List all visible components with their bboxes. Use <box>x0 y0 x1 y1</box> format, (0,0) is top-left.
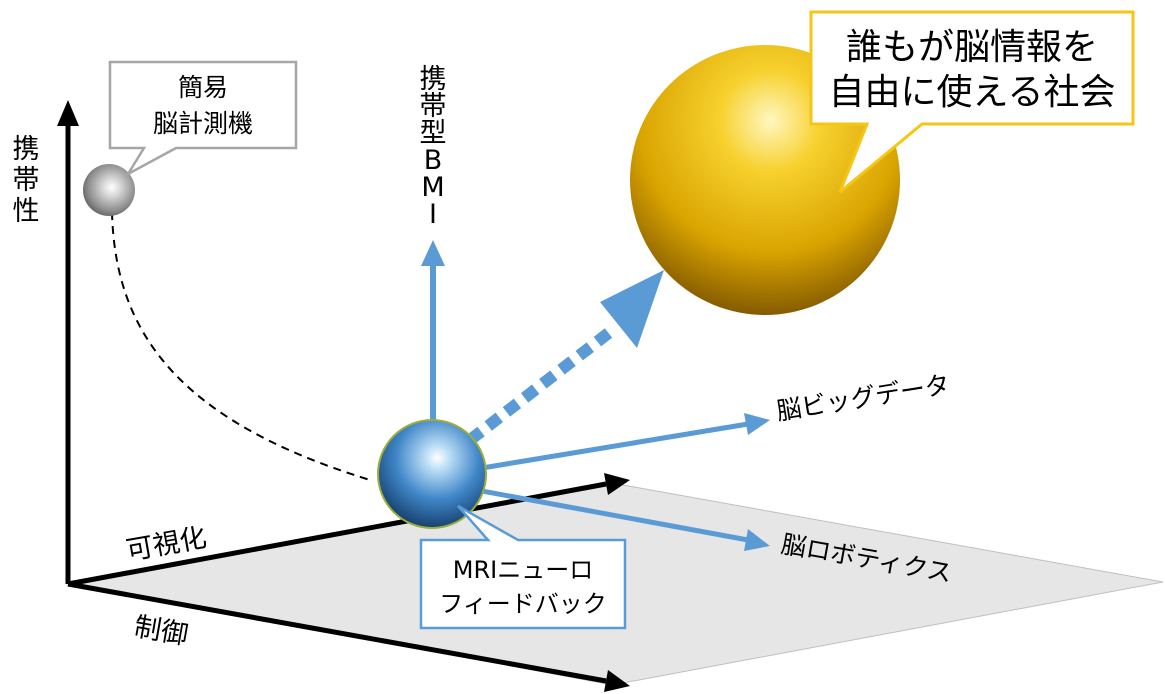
goal-callout <box>809 10 1135 194</box>
mri-callout-line2: フィードバック <box>439 590 607 618</box>
simple-device-callout-line2: 脳計測機 <box>153 109 253 138</box>
goal-dotted-arrow-line <box>466 323 619 445</box>
depth-axis <box>67 481 607 587</box>
big-data-label: 脳ビッグデータ <box>774 370 951 426</box>
front-axis-arrowhead <box>604 670 630 692</box>
trajectory-dashed-curve <box>111 211 371 481</box>
goal-dotted-arrow-head <box>600 270 664 348</box>
vertical-axis-arrowhead <box>57 100 79 126</box>
mri-callout <box>419 504 627 630</box>
depth-axis-arrowhead <box>604 473 630 495</box>
mri-sphere <box>377 419 487 529</box>
big-data-arrow-line <box>469 421 749 473</box>
front-axis <box>67 581 607 684</box>
simple-device-sphere <box>83 164 135 216</box>
robotics-arrow-line <box>432 479 749 543</box>
goal-callout-line1: 誰もが脳情報を <box>846 27 1098 68</box>
robotics-arrow-head <box>744 529 770 551</box>
simple-device-callout-line1: 簡易 <box>178 73 228 102</box>
vertical-axis-label: 携帯性 <box>13 134 40 227</box>
up-arrow-head <box>421 240 445 266</box>
big-data-arrow-head <box>744 413 770 435</box>
mri-callout-line1: MRIニューロ <box>453 556 593 584</box>
front-axis-label: 制御 <box>132 611 191 651</box>
goal-callout-line2: 自由に使える社会 <box>829 72 1116 113</box>
simple-device-callout <box>108 60 298 178</box>
